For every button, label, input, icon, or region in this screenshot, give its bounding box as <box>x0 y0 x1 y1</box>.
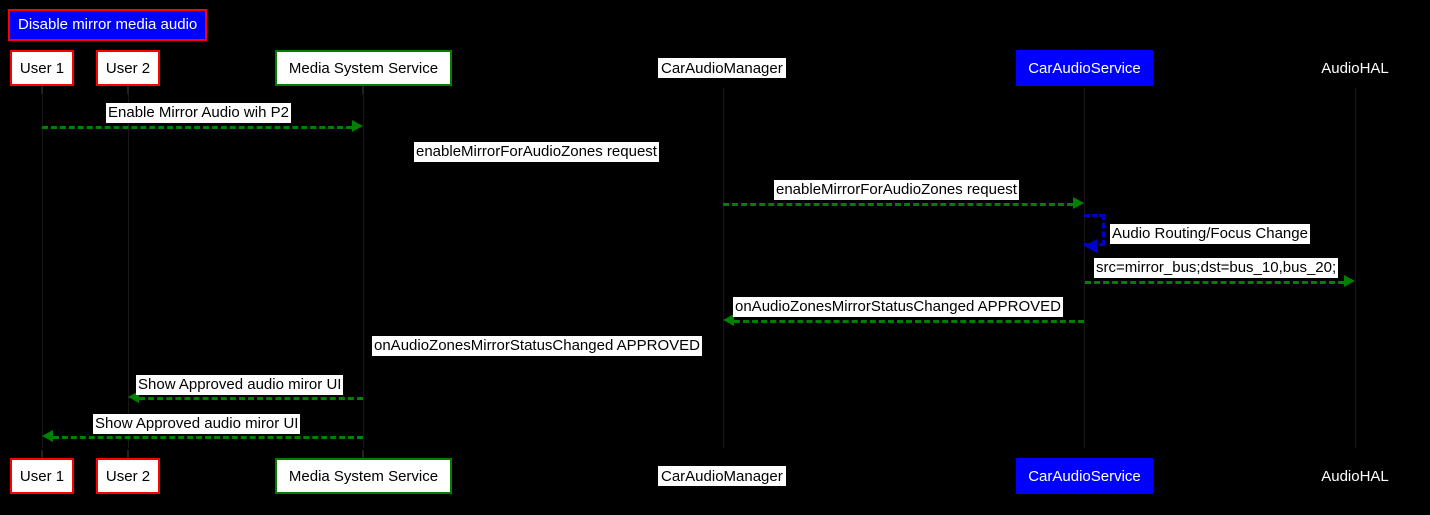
message-8-arrowhead <box>128 391 139 403</box>
message-3-line <box>723 203 1073 206</box>
diagram-title: Disable mirror media audio <box>8 9 208 41</box>
participant-audio-hal-bottom-label: AudioHAL <box>1321 467 1389 485</box>
message-9-label: Show Approved audio miror UI <box>93 414 301 434</box>
message-9-arrowhead <box>42 430 53 442</box>
participant-media-system-service-top[interactable]: Media System Service <box>275 50 452 86</box>
message-3-arrowhead <box>1073 197 1084 209</box>
message-8-label: Show Approved audio miror UI <box>136 375 344 395</box>
lifeline-stub-user1-top <box>41 86 43 94</box>
message-6-line <box>734 320 1084 323</box>
participant-car-audio-manager-bottom[interactable]: CarAudioManager <box>658 466 786 486</box>
participant-user1-top-label: User 1 <box>19 59 65 77</box>
message-1-arrowhead <box>352 120 363 132</box>
participant-car-audio-manager-top[interactable]: CarAudioManager <box>658 58 786 78</box>
lifeline-user1 <box>42 88 43 448</box>
participant-audio-hal-top[interactable]: AudioHAL <box>1311 58 1399 78</box>
message-1-label: Enable Mirror Audio wih P2 <box>106 103 291 123</box>
lifeline-stub-mss-top <box>362 86 364 94</box>
message-6-arrowhead <box>723 314 734 326</box>
participant-audio-hal-top-label: AudioHAL <box>1321 59 1389 77</box>
participant-car-audio-service-top-label: CarAudioService <box>1028 59 1141 77</box>
participant-car-audio-manager-top-label: CarAudioManager <box>661 59 783 77</box>
message-2-label: enableMirrorForAudioZones request <box>414 142 659 162</box>
lifeline-stub-user2-top <box>127 86 129 94</box>
participant-user1-bottom-label: User 1 <box>19 467 65 485</box>
message-5-label: src=mirror_bus;dst=bus_10,bus_20; <box>1094 258 1339 278</box>
participant-car-audio-service-bottom[interactable]: CarAudioService <box>1016 458 1153 494</box>
lifeline-car-audio-service <box>1084 88 1085 448</box>
message-5-line <box>1085 281 1344 284</box>
participant-user2-bottom-label: User 2 <box>105 467 151 485</box>
lifeline-car-audio-manager <box>723 88 724 448</box>
message-9-line <box>53 436 363 439</box>
participant-user1-bottom[interactable]: User 1 <box>10 458 74 494</box>
lifeline-audio-hal <box>1355 88 1356 448</box>
participant-car-audio-manager-bottom-label: CarAudioManager <box>661 467 783 485</box>
participant-user2-bottom[interactable]: User 2 <box>96 458 160 494</box>
participant-audio-hal-bottom[interactable]: AudioHAL <box>1311 466 1399 486</box>
participant-media-system-service-bottom-label: Media System Service <box>288 467 439 485</box>
message-8-line <box>139 397 363 400</box>
message-4-label: Audio Routing/Focus Change <box>1110 224 1310 244</box>
participant-user2-top[interactable]: User 2 <box>96 50 160 86</box>
message-5-arrowhead <box>1344 275 1355 287</box>
participant-car-audio-service-top[interactable]: CarAudioService <box>1016 50 1153 86</box>
message-3-label: enableMirrorForAudioZones request <box>774 180 1019 200</box>
participant-user2-top-label: User 2 <box>105 59 151 77</box>
message-7-label: onAudioZonesMirrorStatusChanged APPROVED <box>372 336 703 356</box>
message-4-arrowhead <box>1084 239 1097 253</box>
message-1-line <box>42 126 352 129</box>
participant-car-audio-service-bottom-label: CarAudioService <box>1028 467 1141 485</box>
participant-user1-top[interactable]: User 1 <box>10 50 74 86</box>
lifeline-stub-mss-bottom <box>362 450 364 458</box>
message-6-label: onAudioZonesMirrorStatusChanged APPROVED <box>733 297 1064 317</box>
lifeline-stub-user1-bottom <box>41 450 43 458</box>
lifeline-user2 <box>128 88 129 448</box>
lifeline-stub-user2-bottom <box>127 450 129 458</box>
participant-media-system-service-bottom[interactable]: Media System Service <box>275 458 452 494</box>
lifeline-media-system-service <box>363 88 364 448</box>
participant-media-system-service-top-label: Media System Service <box>288 59 439 77</box>
